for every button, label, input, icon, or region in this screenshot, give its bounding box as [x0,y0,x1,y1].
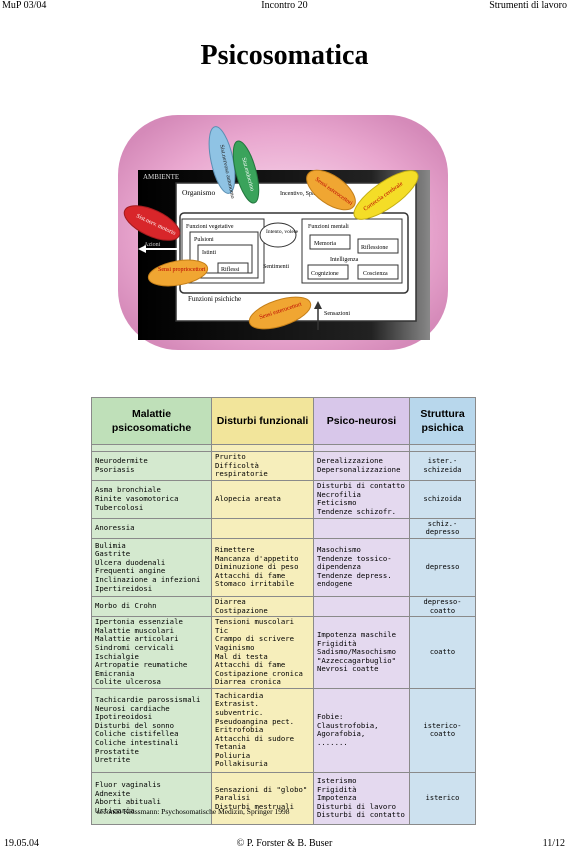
header-course: MuP 03/04 [2,0,47,11]
table-cell: Tachicardia Extrasist. subventric. Pseud… [211,687,314,773]
table-cell [313,595,410,618]
azioni-label: Azioni [144,242,161,248]
oval-sensi-propriocettori: Sensi propriocettori [147,259,209,287]
coscienza-box [357,264,399,280]
intelligenza-label: Intelligenza [330,257,359,263]
source-credit: secondo Klussmann: Psychosomatische Medi… [97,807,290,816]
coscienza-label: Coscienza [363,271,388,277]
organismo-label: Organismo [182,188,215,197]
table-cell: depresso [409,537,476,597]
table-row: Morbo di Crohn Diarrea Costipazione depr… [91,595,476,618]
riflessione-box [357,238,399,254]
column-header-struttura: Struttura psichica [409,397,476,445]
footer-authors: © P. Forster & B. Buser [236,838,333,849]
table-cell [313,517,410,539]
table-cell: Derealizzazione Depersonalizzazione [313,451,410,481]
ambiente-label: AMBIENTE [143,173,179,181]
pulsioni-box [189,231,259,279]
table-cell: Impotenza maschile Frigidità Sadismo/Mas… [313,616,410,689]
arrow-azioni-head [138,245,146,253]
sentimenti-label: Sentimenti [263,264,289,270]
table-row: Fluor vaginalis Adnexite Aborti abituali… [91,771,476,825]
table-cell: coatto [409,616,476,689]
oval-sist-endocrino: Sist.endocrino [232,140,260,204]
funzioni-psichiche-label: Funzioni psichiche [188,295,241,303]
table-cell: Sensazioni di "globo" Paralisi Disturbi … [211,771,314,825]
table-cell: Alopecia areata [211,479,314,519]
table-row: Anoressia schiz.-depresso [91,517,476,539]
funzioni-psichiche-box [179,212,409,294]
funzioni-mentali-label: Funzioni mentali [308,224,349,230]
table-row: Bulimia Gastrite Ulcera duodenali Freque… [91,537,476,597]
incentivo-label: Incentivo, Spinta [280,191,321,197]
table-cell: depresso-coatto [409,595,476,618]
oval-sensi-esterocettori-bottom: Sensi esterocettori [248,296,312,330]
table-cell: isterico- coatto [409,687,476,773]
table-cell: Fobie: Claustrofobia, Agorafobia, ......… [313,687,410,773]
table-cell [211,517,314,539]
memoria-label: Memoria [314,241,336,247]
table-cell: Bulimia Gastrite Ulcera duodenali Freque… [91,537,212,597]
funzioni-vegetative-label: Funzioni vegetative [186,224,234,230]
table-header-row: Malattie psicosomatiche Disturbi funzion… [91,397,476,445]
istinti-label: Istinti [202,250,216,256]
column-header-psiconeurosi: Psico-neurosi [313,397,410,445]
table-cell: Ipertonia essenziale Malattie muscolari … [91,616,212,689]
oval-sist-nerv-motorio: Sist.nerv. motorio [123,205,181,241]
cognizione-label: Cognizione [311,271,339,277]
intento-label: Intento, volere [266,229,299,235]
cognizione-box [307,264,349,280]
footer-date: 19.05.04 [4,838,39,849]
table-cell: Rimettere Mancanza d'appetito Diminuzion… [211,537,314,597]
funzioni-mentali-box [301,218,403,284]
table-cell: Neurodermite Psoriasis [91,451,212,481]
pulsioni-label: Pulsioni [194,237,214,243]
oval-sist-nervoso-autonomo: Sist.nervoso autonomo [208,126,236,199]
column-header-disturbi: Disturbi funzionali [211,397,314,445]
table-cell: Diarrea Costipazione [211,595,314,618]
psychosomatic-table: Malattie psicosomatiche Disturbi funzion… [91,397,476,825]
table-row: Tachicardie parossismali Neurosi cardiac… [91,687,476,773]
table-cell: Tensioni muscolari Tic Crampo di scriver… [211,616,314,689]
table-cell: ister.-schizeida [409,451,476,481]
riflessione-label: Riflessione [361,244,388,251]
funzioni-vegetative-box [181,218,265,284]
table-cell: Masochismo Tendenze tossico- dipendenza … [313,537,410,597]
header-session: Incontro 20 [261,0,308,11]
arrow-sensazioni-head [314,301,322,309]
table-cell: Anoressia [91,517,212,539]
table-cell: Disturbi di contatto Necrofilia Feticism… [313,479,410,519]
riflessi-left-label: Riflessi [221,266,240,273]
header-section: Strumenti di lavoro [489,0,567,11]
intento-oval [259,222,297,248]
table-cell: Morbo di Crohn [91,595,212,618]
table-cell: Prurito Difficoltà respiratorie [211,451,314,481]
table-cell: Isterismo Frigidità Impotenza Disturbi d… [313,771,410,825]
footer-page-number: 11/12 [542,838,565,849]
table-cell: Asma bronchiale Rinite vasomotorica Tube… [91,479,212,519]
table-row: Ipertonia essenziale Malattie muscolari … [91,616,476,689]
sensazioni-label: Sensazioni [324,311,350,317]
psychosomatic-diagram: AMBIENTE Organismo Incentivo, Spinta Fun… [118,115,448,350]
memoria-box [309,234,351,250]
column-header-malattie: Malattie psicosomatiche [91,397,212,445]
table-cell: schiz.-depresso [409,517,476,539]
table-row: Asma bronchiale Rinite vasomotorica Tube… [91,479,476,519]
svg-text:Sensi propriocettori: Sensi propriocettori [158,267,206,273]
riflessi-left-box [217,262,249,274]
page-title: Psicosomatica [200,40,369,71]
table-row: Neurodermite Psoriasis Prurito Difficolt… [91,451,476,481]
table-cell: Fluor vaginalis Adnexite Aborti abituali… [91,771,212,825]
table-cell: schizoida [409,479,476,519]
table-cell: Tachicardie parossismali Neurosi cardiac… [91,687,212,773]
table-cell: isterico [409,771,476,825]
